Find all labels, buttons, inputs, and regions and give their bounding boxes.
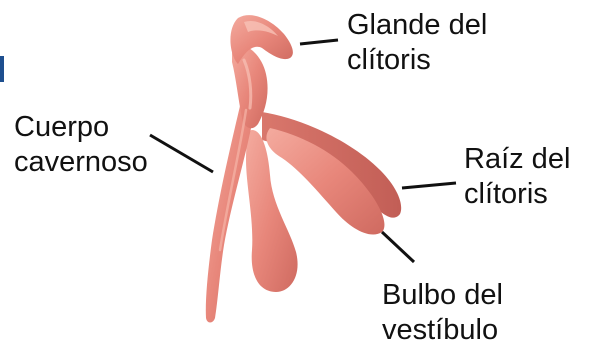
glande-label-line1: Glande del	[347, 8, 487, 43]
raiz-label-line2: clítoris	[464, 177, 570, 212]
bulbo-leader-line	[382, 232, 414, 262]
raiz-leader-line	[402, 183, 456, 188]
bulbo-label: Bulbo del vestíbulo	[382, 278, 503, 348]
glande-label: Glande del clítoris	[347, 8, 487, 78]
cuerpo-label-line2: cavernoso	[14, 145, 148, 180]
bulbo-label-line2: vestíbulo	[382, 313, 503, 348]
raiz-label: Raíz del clítoris	[464, 142, 570, 212]
glande-leader-line	[300, 40, 338, 44]
raiz-label-line1: Raíz del	[464, 142, 570, 177]
cuerpo-label-line1: Cuerpo	[14, 110, 148, 145]
bulbo-label-line1: Bulbo del	[382, 278, 503, 313]
cuerpo-label: Cuerpo cavernoso	[14, 110, 148, 180]
clitoris-glans-shape	[230, 15, 292, 64]
glande-label-line2: clítoris	[347, 43, 487, 78]
cuerpo-leader-line	[150, 135, 213, 172]
